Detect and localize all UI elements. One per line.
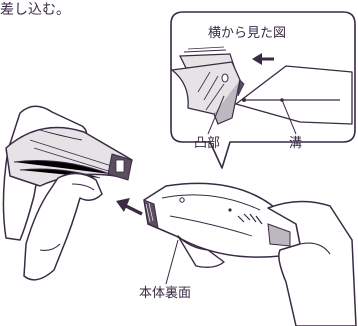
side-view-comb (171, 46, 245, 125)
right-hand (177, 200, 357, 326)
side-view-callout (170, 11, 356, 169)
body-back-label: 本体裏面 (139, 286, 192, 301)
main-scene (2, 105, 357, 326)
side-view-title: 横から見た図 (208, 26, 287, 41)
comb-attachment (5, 126, 133, 187)
instruction-text: 差し込む。 (0, 2, 70, 18)
insert-arrow-icon (252, 53, 274, 65)
insert-arrow-icon (116, 198, 143, 216)
clipper-body (143, 182, 301, 258)
protrusion-label: 凸部 (194, 136, 221, 151)
left-hand-fingers (23, 172, 103, 281)
groove-label: 溝 (289, 136, 303, 151)
